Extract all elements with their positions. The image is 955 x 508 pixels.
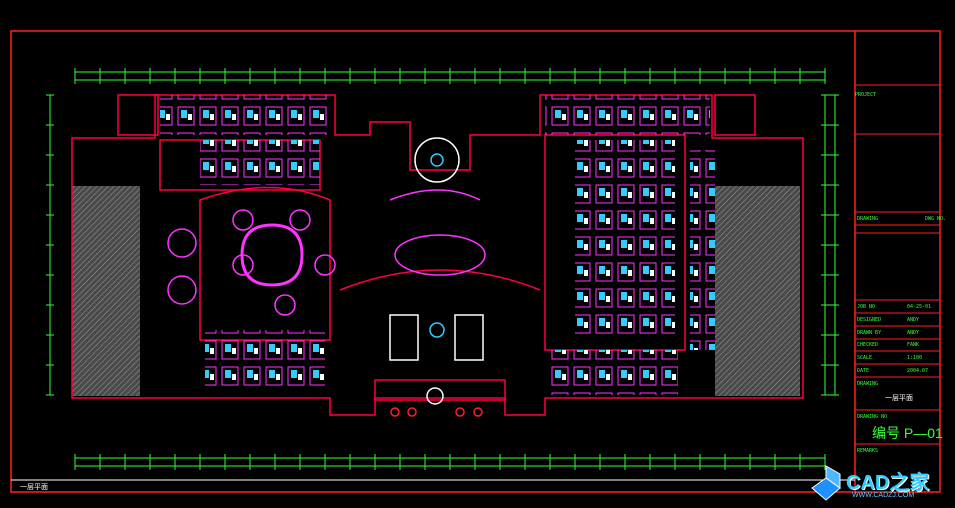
scale-label: SCALE bbox=[857, 355, 873, 361]
office-desks-bottom-right bbox=[548, 350, 678, 395]
checked-value: FANK bbox=[907, 342, 920, 348]
drawing-label: DRAWING bbox=[857, 216, 879, 222]
cube-logo-icon bbox=[811, 465, 841, 501]
office-desks-right bbox=[575, 140, 675, 340]
project-label: PROJECT bbox=[855, 92, 877, 98]
date-label: DATE bbox=[857, 368, 870, 374]
scale-value: 1:100 bbox=[907, 355, 923, 361]
watermark-logo: CAD之家 WWW.CADZJ.COM bbox=[808, 464, 955, 508]
office-desks-left bbox=[200, 140, 320, 185]
drawing-no-label: DRAWING NO bbox=[857, 414, 888, 420]
office-desks-edge bbox=[690, 150, 715, 350]
drawing-value: DWG NO. bbox=[925, 216, 947, 222]
drawn-by-value: ANDY bbox=[907, 330, 920, 336]
watermark-brand: CAD之家 bbox=[846, 472, 930, 494]
dimension-ticks bbox=[46, 68, 839, 470]
hatched-zone-right bbox=[715, 186, 800, 396]
watermark-url: WWW.CADZJ.COM bbox=[852, 492, 915, 499]
date-value: 2004.07 bbox=[907, 368, 929, 374]
title-block-grid bbox=[855, 84, 940, 445]
central-lounge bbox=[167, 137, 486, 417]
job-no-value: 04-25-01 bbox=[907, 304, 932, 310]
remarks-label: REMARKS bbox=[857, 448, 879, 454]
drawing-no: 编号 P—01 bbox=[872, 425, 943, 441]
plan-caption: 一层平面 bbox=[20, 483, 48, 491]
office-desks-top-right bbox=[545, 95, 710, 135]
designed-value: ANDY bbox=[907, 317, 920, 323]
office-desks-bottom-left bbox=[205, 330, 325, 392]
designed-label: DESIGNED bbox=[857, 317, 882, 323]
drawing-frame bbox=[10, 30, 941, 493]
office-desks-top-left bbox=[160, 95, 330, 135]
drawing-name-label: DRAWING bbox=[857, 381, 879, 387]
job-no-label: JOB NO bbox=[857, 304, 876, 310]
drawing-name: 一层平面 bbox=[885, 394, 913, 402]
checked-label: CHECKED bbox=[857, 342, 879, 348]
drawn-by-label: DRAWN BY bbox=[857, 330, 882, 336]
hatched-zone-left bbox=[72, 186, 140, 396]
